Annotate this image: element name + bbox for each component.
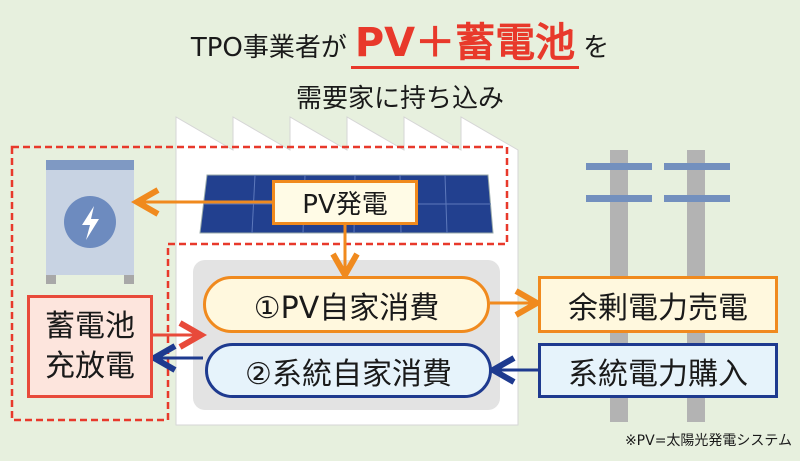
battery-cabinet-icon [46, 160, 134, 284]
grid-self-consumption-label: ②系統自家消費 [205, 343, 492, 398]
battery-charge-discharge-label: 蓄電池 充放電 [27, 295, 153, 398]
battery-line-1: 蓄電池 [45, 308, 135, 344]
tpo-scope-boundary [10, 145, 509, 422]
title-suffix: を [583, 33, 610, 63]
footnote: ※PV=太陽光発電システム [624, 433, 792, 449]
title-line-2: 需要家に持ち込み [295, 84, 504, 114]
title-accent: PV＋蓄電池 [350, 20, 580, 69]
surplus-sale-label: 余剰電力売電 [538, 276, 778, 333]
pv-self-consumption-label: ①PV自家消費 [203, 276, 490, 333]
grid-purchase-label: 系統電力購入 [538, 343, 778, 398]
title-prefix: TPO事業者が [190, 33, 347, 63]
battery-line-2: 充放電 [45, 348, 135, 384]
pv-generation-label: PV発電 [272, 180, 418, 225]
